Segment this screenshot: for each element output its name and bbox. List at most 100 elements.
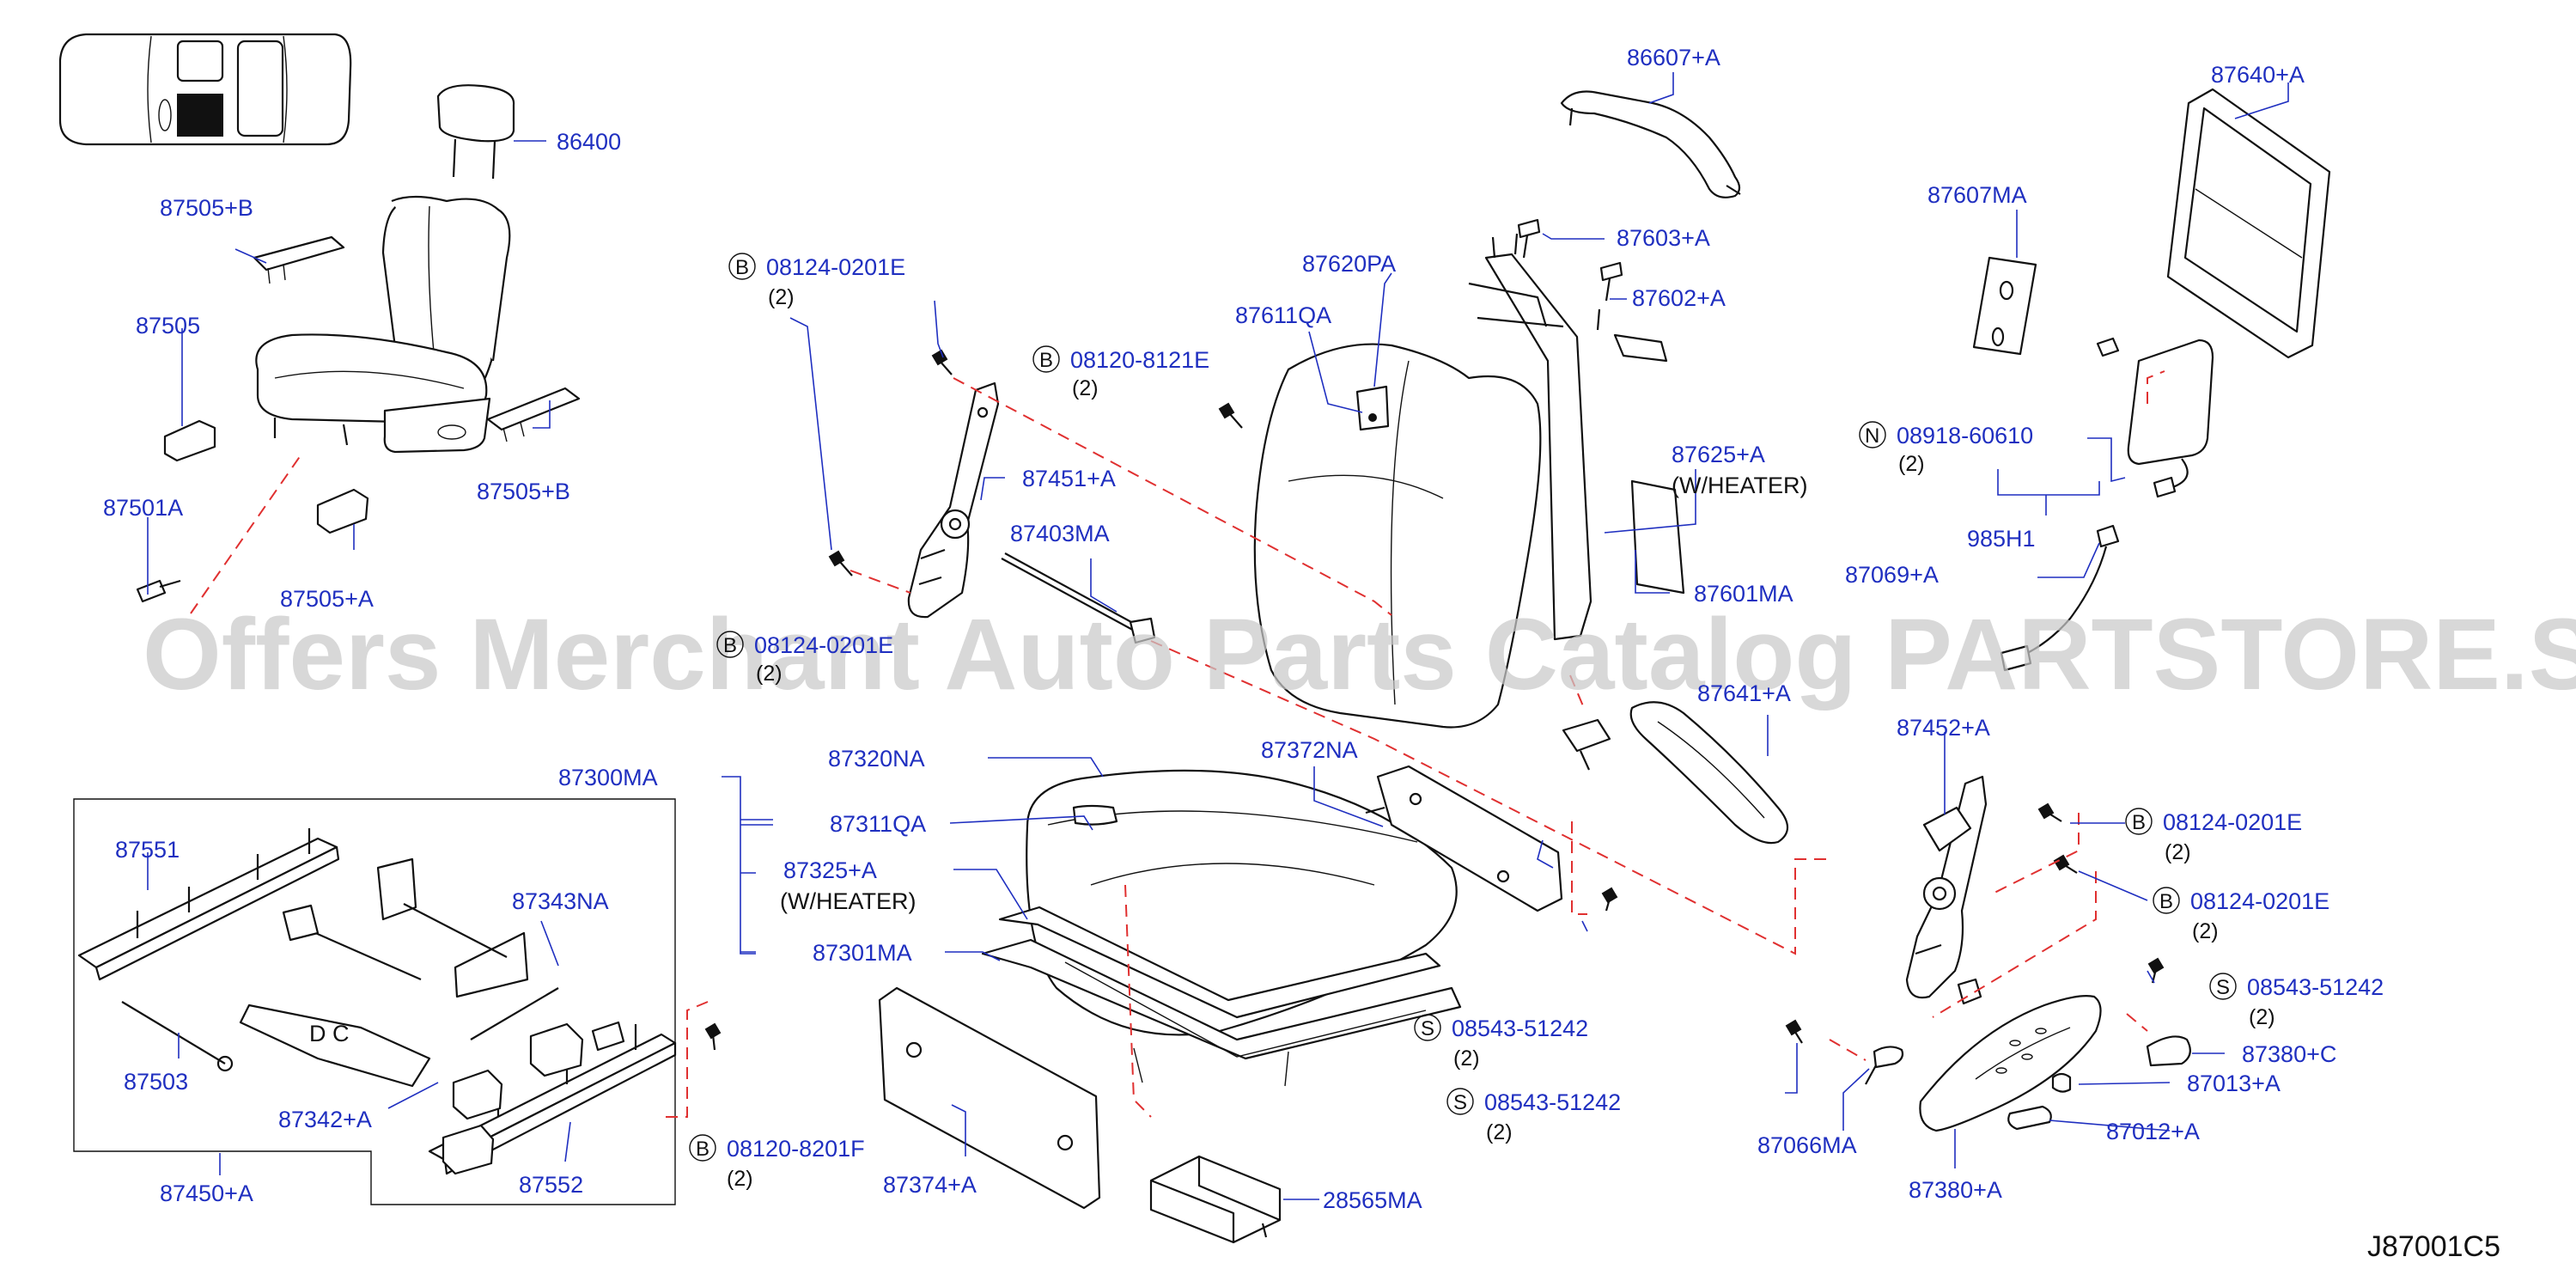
torsion-bar-illustration [1001,552,1156,644]
cushion-frame-bracket-illustration [1365,765,1563,912]
fastener-callout: B 08124-0201E (2) [716,631,893,686]
headrest-guide-illustration [1517,218,1623,302]
part-label-87013a[interactable]: 87013+A [2187,1071,2281,1096]
vehicle-locator [58,33,352,146]
fastener-callout: B 08124-0201E (2) [2153,887,2329,943]
part-label-87620pa[interactable]: 87620PA [1302,251,1396,277]
heater-note-back: (W/HEATER) [1672,473,1807,498]
part-label-86400[interactable]: 86400 [557,129,621,155]
part-label-86607a[interactable]: 86607+A [1627,45,1720,70]
part-label-87320na[interactable]: 87320NA [828,746,925,772]
part-label-87343na[interactable]: 87343NA [512,888,609,914]
recliner-cover-illustration [1562,701,1789,845]
fastener-letter: N [1865,424,1879,448]
part-label-28565ma[interactable]: 28565MA [1323,1187,1422,1213]
seat-cushion-illustration [981,769,1462,1087]
fastener-callout: S 08543-51242 (2) [1446,1088,1621,1144]
fastener-letter: S [1453,1091,1467,1114]
part-label-985h1[interactable]: 985H1 [1967,526,2036,552]
fastener-code[interactable]: 08124-0201E [2190,888,2329,914]
part-label-87372na[interactable]: 87372NA [1261,737,1358,763]
fastener-callout: B 08124-0201E (2) [2125,808,2302,864]
part-label-87069a[interactable]: 87069+A [1845,562,1939,588]
fastener-code[interactable]: 08918-60610 [1897,423,2033,448]
seat-side-finisher-illustration [1865,995,2191,1132]
fastener-callouts: B 08124-0201E (2) B 08120-8121E (2) B 08… [689,253,2384,1191]
part-label-87625a[interactable]: 87625+A [1672,442,1765,467]
fastener-code[interactable]: 08124-0201E [754,632,893,658]
fastener-callout: N 08918-60610 (2) [1859,421,2033,476]
part-label-87551[interactable]: 87551 [115,837,180,863]
fastener-letter: B [723,634,737,657]
seat-heater-harness-illustration [2000,524,2120,672]
cushion-trim-panel-illustration [878,986,1282,1244]
front-seat-assembly-illustration [255,84,515,454]
fastener-letter: B [2159,890,2173,913]
fastener-code[interactable]: 08543-51242 [1484,1089,1621,1115]
part-label-87503[interactable]: 87503 [124,1069,188,1095]
part-label-87325a[interactable]: 87325+A [783,857,877,883]
fastener-callout: B 08124-0201E (2) [728,253,905,309]
fastener-letter: B [2132,811,2146,834]
fastener-letter: B [696,1138,709,1161]
recliner-right-illustration [1905,775,1988,1005]
assist-grip-illustration [1560,90,1741,198]
part-label-87450a[interactable]: 87450+A [160,1180,253,1206]
heater-note-cushion: (W/HEATER) [780,888,916,914]
seat-adjuster-assembly-illustration: D C [73,798,677,1205]
part-label-87505b-top[interactable]: 87505+B [160,195,253,221]
fastener-letter: B [735,256,749,279]
part-label-87301ma[interactable]: 87301MA [813,940,912,966]
seat-back-illustration [1253,233,1685,729]
part-label-87602a[interactable]: 87602+A [1632,285,1726,311]
fastener-qty: (2) [2192,919,2219,943]
part-label-87611qa[interactable]: 87611QA [1235,302,1331,328]
fastener-code[interactable]: 08120-8201F [727,1136,865,1162]
fastener-qty: (2) [2249,1005,2275,1029]
fastener-qty: (2) [2165,840,2191,864]
fastener-callout: B 08120-8201F (2) [689,1134,865,1191]
part-label-87505a[interactable]: 87505+A [280,586,374,612]
part-label-87641a[interactable]: 87641+A [1697,680,1791,706]
fastener-letter: S [1421,1017,1434,1040]
part-label-87505b-right[interactable]: 87505+B [477,479,570,504]
fastener-qty: (2) [1072,376,1099,400]
part-label-87640a[interactable]: 87640+A [2211,62,2305,88]
diagram-code: J87001C5 [2367,1230,2500,1263]
part-label-87066ma[interactable]: 87066MA [1757,1132,1857,1158]
seat-back-board-illustration [1972,88,2331,498]
part-label-87374a[interactable]: 87374+A [883,1172,977,1198]
fastener-callout: B 08120-8121E (2) [1032,345,1209,400]
fastener-code[interactable]: 08543-51242 [1452,1016,1588,1041]
fastener-qty: (2) [1486,1120,1513,1144]
part-label-87380c[interactable]: 87380+C [2242,1041,2336,1067]
part-label-87603a[interactable]: 87603+A [1617,225,1710,251]
part-label-87300ma[interactable]: 87300MA [558,765,658,790]
seat-position-marker [177,94,223,137]
fastener-code[interactable]: 08543-51242 [2247,974,2384,1000]
fastener-qty: (2) [727,1167,753,1191]
part-label-87403ma[interactable]: 87403MA [1010,521,1110,546]
part-label-87311qa[interactable]: 87311QA [830,811,926,837]
fastener-code[interactable]: 08124-0201E [2163,809,2302,835]
fastener-letter: S [2216,976,2230,999]
fastener-code[interactable]: 08124-0201E [766,254,905,280]
fastener-qty: (2) [756,662,783,686]
fastener-code[interactable]: 08120-8121E [1070,347,1209,373]
part-label-87501a[interactable]: 87501A [103,495,183,521]
part-label-87552[interactable]: 87552 [519,1172,583,1198]
part-label-87342a[interactable]: 87342+A [278,1107,372,1132]
recliner-left-illustration [907,381,1000,619]
leader-lines [147,72,2289,1200]
part-label-87012a[interactable]: 87012+A [2106,1119,2200,1144]
part-label-87505[interactable]: 87505 [136,313,200,339]
part-label-87601ma[interactable]: 87601MA [1694,581,1793,607]
part-number-labels[interactable]: 86400 87505+B 87505 87505+B 87501A 87505… [103,45,2336,1213]
watermark-text: Offers Merchant Auto Parts Catalog PARTS… [143,598,2576,711]
part-label-87452a[interactable]: 87452+A [1897,715,1990,741]
fastener-qty: (2) [1898,452,1925,476]
part-label-87607ma[interactable]: 87607MA [1927,182,2027,208]
part-label-87451a[interactable]: 87451+A [1022,466,1116,491]
part-label-87380a[interactable]: 87380+A [1909,1177,2002,1203]
